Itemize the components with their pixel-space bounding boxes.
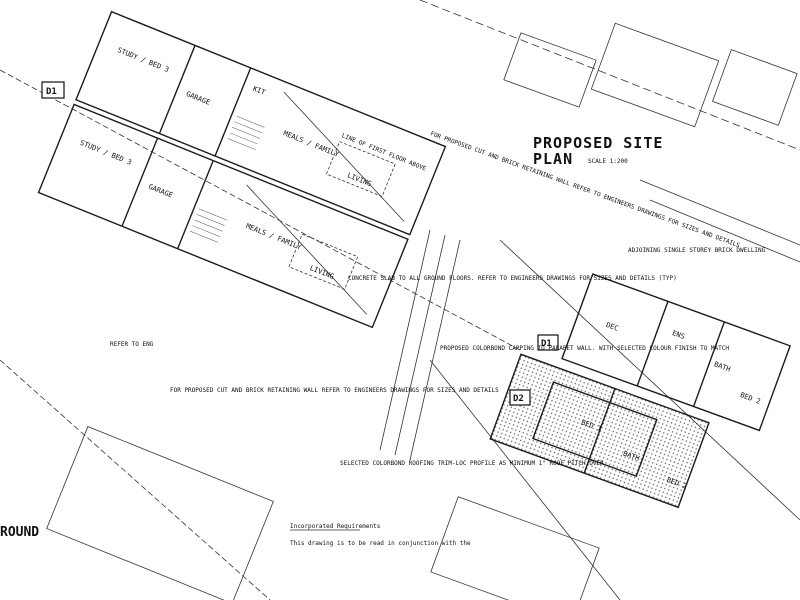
- svg-text:D1: D1: [541, 339, 552, 349]
- adjoining-buildings-top: [503, 22, 798, 128]
- dimension-lines: [379, 179, 800, 461]
- right-building: DEC BATH BED 2 BED 1 BATH BED 2 ENS: [489, 273, 792, 509]
- room-label-study1: STUDY / BED 3: [116, 46, 170, 74]
- site-plan-title-line2: PLAN: [533, 150, 573, 168]
- note-refer-to-eng: REFER TO ENG: [110, 341, 154, 348]
- site-plan-title-line1: PROPOSED SITE: [533, 134, 663, 152]
- room-label-kit: KIT: [252, 85, 267, 97]
- note-retaining-wall-2: FOR PROPOSED CUT AND BRICK RETAINING WAL…: [170, 387, 499, 394]
- note-incorporated-requirements: Incorporated Requirements: [290, 523, 381, 530]
- tag-d2: D2: [509, 389, 531, 406]
- room-label-dec: DEC: [605, 321, 620, 333]
- note-adjoining-dwelling: ADJOINING SINGLE STOREY BRICK DWELLING: [628, 247, 766, 254]
- room-label-study2: STUDY / BED 3: [79, 139, 133, 167]
- note-colorbond-capping: PROPOSED COLORBOND CAPPING TO PARAPET WA…: [440, 345, 729, 352]
- room-label-bed2: BED 2: [739, 391, 762, 406]
- adjoining-building-bottom: [46, 426, 600, 600]
- tag-d1-right: D1: [537, 334, 559, 351]
- room-label-ens: ENS: [671, 329, 686, 341]
- ground-floor-label: ROUND: [0, 525, 39, 540]
- room-label-garage1: GARAGE: [185, 90, 211, 107]
- svg-text:D1: D1: [46, 87, 57, 97]
- tag-d1-left: D1: [41, 81, 65, 99]
- note-concrete-slab: CONCRETE SLAB TO ALL GROUND FLOORS. REFE…: [348, 275, 677, 282]
- room-label-garage2: GARAGE: [147, 183, 173, 200]
- room-label-bath1: BATH: [713, 360, 732, 373]
- stairs: [190, 115, 265, 243]
- note-colorbond-roofing: SELECTED COLORBOND ROOFING TRIM-LOC PROF…: [340, 460, 604, 467]
- note-read-in-conjunction: This drawing is to be read in conjunctio…: [290, 540, 471, 547]
- svg-text:D2: D2: [513, 394, 524, 404]
- site-plan-scale: SCALE 1:200: [588, 158, 628, 165]
